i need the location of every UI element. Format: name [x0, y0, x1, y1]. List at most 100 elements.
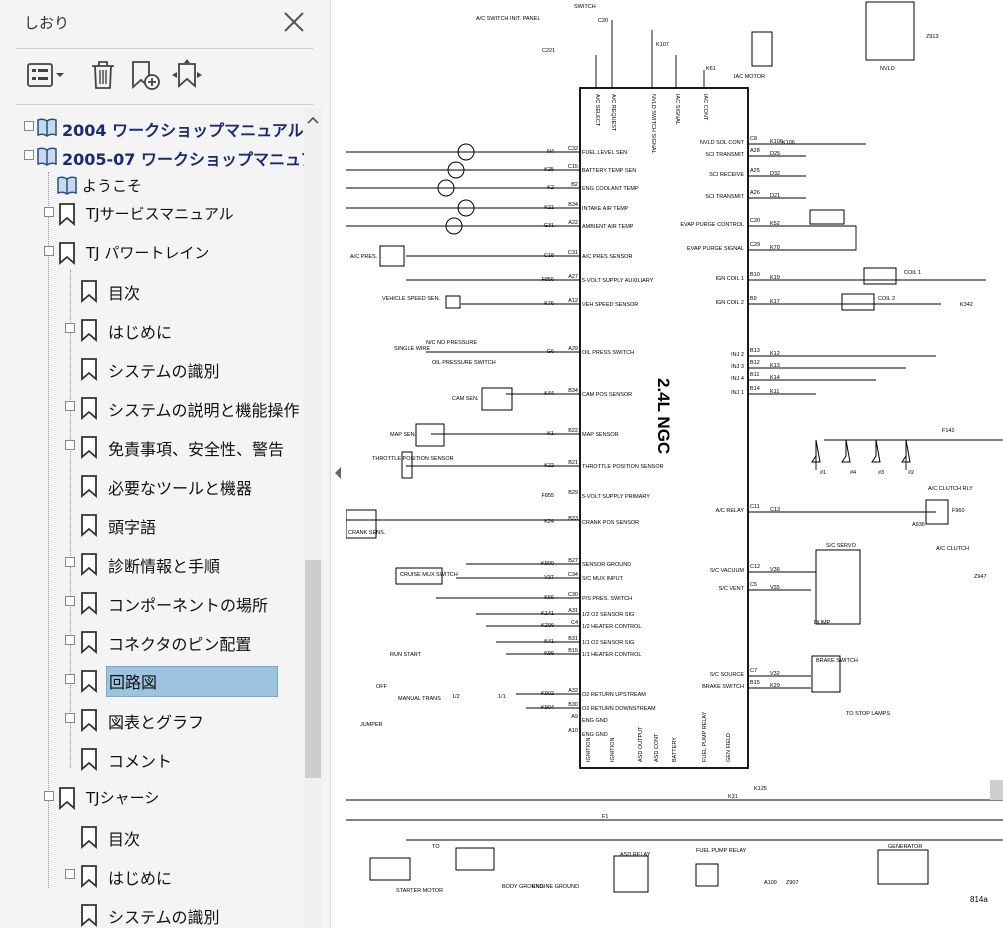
tree-scrollbar-thumb[interactable]	[305, 560, 321, 778]
bookmark-item[interactable]: システムの識別	[0, 895, 304, 928]
chevron-up-icon[interactable]	[305, 112, 321, 130]
bookmark-item[interactable]: 目次	[0, 271, 304, 309]
expand-toggle[interactable]	[65, 869, 75, 879]
bookmark-item[interactable]: システムの識別	[0, 349, 304, 387]
tree-guide	[48, 172, 49, 888]
pin-function-label: BRAKE SWITCH	[702, 684, 744, 690]
bookmark-item[interactable]: 頭字語	[0, 505, 304, 543]
bookmark-icon	[58, 241, 76, 269]
component-label: OIL PRESSURE SWITCH	[432, 360, 496, 366]
expand-toggle[interactable]	[65, 635, 75, 645]
pin-number: A28	[750, 148, 760, 154]
pin-number: B15	[568, 648, 578, 654]
options-menu-icon[interactable]	[26, 58, 68, 92]
top-pin-label: IAC SIGNAL	[674, 94, 680, 125]
pin-function-label: 1/2 O2 SENSOR SIG	[582, 612, 634, 618]
bookmark-item[interactable]: 必要なツールと機器	[0, 466, 304, 504]
wire-code: K106	[770, 139, 783, 145]
component-label: STARTER MOTOR	[396, 888, 443, 894]
bookmarks-panel: しおり	[0, 0, 331, 928]
collapse-panel-icon[interactable]	[331, 458, 345, 488]
pin-number: B34	[568, 202, 578, 208]
expand-toggle[interactable]	[65, 674, 75, 684]
bookmark-item[interactable]: 図表とグラフ	[0, 700, 304, 738]
bookmark-item[interactable]: 免責事項、安全性、警告	[0, 427, 304, 465]
pin-number: C30	[568, 592, 578, 598]
expand-toggle[interactable]	[24, 150, 34, 160]
bookmark-label: TJシャーシ	[86, 789, 160, 807]
trash-icon[interactable]	[88, 58, 118, 92]
new-bookmark-icon[interactable]	[128, 58, 162, 92]
component-label: C20	[598, 18, 608, 24]
bookmark-label: 回路図	[106, 666, 279, 697]
expand-toggle[interactable]	[44, 207, 54, 217]
pin-function-label: ENG GND	[582, 732, 608, 738]
bookmark-item[interactable]: コンポーネントの場所	[0, 583, 304, 621]
expand-toggle[interactable]	[65, 557, 75, 567]
pin-number: C29	[750, 242, 760, 248]
pin-number: A31	[568, 608, 578, 614]
component-label: IAC MOTOR	[734, 74, 765, 80]
bookmark-label: はじめに	[108, 869, 173, 888]
bookmark-icon	[80, 903, 98, 928]
bookmark-label: コネクタのピン配置	[108, 635, 252, 654]
component-label: A936	[912, 522, 925, 528]
expand-toggle[interactable]	[44, 791, 54, 801]
wire-code: K12	[770, 351, 780, 357]
component-label: F142	[942, 428, 955, 434]
injector-symbols	[811, 439, 911, 463]
expand-toggle[interactable]	[65, 323, 75, 333]
bookmark-item-selected[interactable]: 回路図	[0, 661, 304, 699]
bookmark-welcome[interactable]: ようこそ	[0, 166, 304, 204]
expand-toggle[interactable]	[65, 401, 75, 411]
component-label: Z913	[926, 34, 939, 40]
bookmark-tj-service-manual[interactable]: TJサービスマニュアル	[0, 194, 304, 232]
bookmark-item[interactable]: コネクタのピン配置	[0, 622, 304, 660]
bookmark-item[interactable]: はじめに	[0, 856, 304, 894]
close-icon[interactable]	[280, 8, 308, 36]
bookmark-book-icon	[36, 145, 58, 171]
component-label: K125	[754, 786, 767, 792]
pin-function-label: 1/1 HEATER CONTROL	[582, 652, 642, 658]
bookmark-item[interactable]: 診断情報と手順	[0, 544, 304, 582]
expand-toggle[interactable]	[44, 246, 54, 256]
bookmark-label: 目次	[108, 830, 141, 849]
bookmark-tj-powertrain[interactable]: TJ パワートレイン	[0, 233, 304, 271]
pin-number: B22	[568, 428, 578, 434]
pin-number: B9	[750, 296, 757, 302]
tree-scrollbar[interactable]	[304, 108, 322, 928]
pin-function-label: 1/1 O2 SENSOR SIG	[582, 640, 634, 646]
component-label: ASD RELAY	[620, 852, 651, 858]
expand-toggle[interactable]	[65, 440, 75, 450]
component-label: #1	[820, 470, 826, 476]
component-label: SINGLE WIRE	[394, 346, 430, 352]
expand-toggle[interactable]	[24, 121, 34, 131]
bookmark-icon	[80, 435, 98, 463]
pin-number: B10	[750, 272, 760, 278]
bookmark-item[interactable]: はじめに	[0, 310, 304, 348]
component-label: F1	[602, 814, 608, 820]
page-scrollbar-thumb[interactable]	[990, 780, 1003, 800]
pin-number: B29	[568, 490, 578, 496]
pin-number: C20	[750, 218, 760, 224]
bookmark-2004-manual[interactable]: 2004 ワークショップマニュアル	[0, 108, 304, 146]
bookmark-item[interactable]: コメント	[0, 739, 304, 777]
bookmark-2005-07-manual[interactable]: 2005-07 ワークショップマニュアル	[0, 137, 304, 175]
top-pin-label: A/C REQUEST	[610, 94, 616, 132]
expand-toggle[interactable]	[65, 596, 75, 606]
panel-title: しおり	[24, 14, 70, 32]
find-current-bookmark-icon[interactable]	[170, 58, 204, 92]
pin-function-label: EVAP PURGE SIGNAL	[687, 246, 744, 252]
component-label: #3	[878, 470, 884, 476]
wire-code: V32	[770, 671, 780, 677]
pin-function-label: SCI TRANSMIT	[705, 152, 744, 158]
bookmark-item[interactable]: システムの説明と機能操作	[0, 388, 304, 426]
bookmark-tj-chassis[interactable]: TJシャーシ	[0, 778, 304, 816]
pin-number: A10	[568, 728, 578, 734]
pin-function-label: SCI RECEIVE	[709, 172, 744, 178]
bookmark-item[interactable]: 目次	[0, 817, 304, 855]
component-label: C221	[542, 48, 555, 54]
expand-toggle[interactable]	[65, 713, 75, 723]
